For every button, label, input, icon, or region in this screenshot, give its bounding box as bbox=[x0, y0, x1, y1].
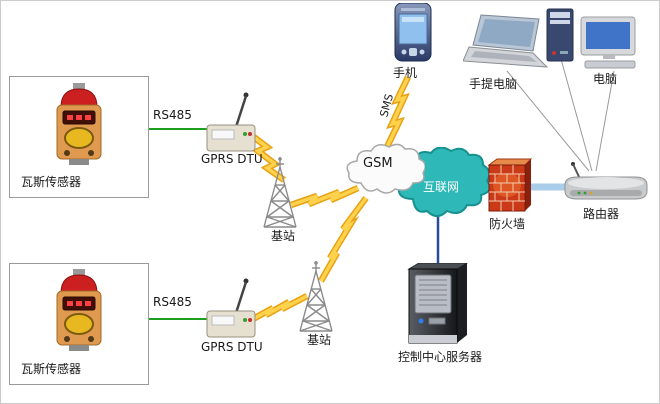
rs485-bottom-label: RS485 bbox=[153, 295, 192, 309]
rs485-top-label: RS485 bbox=[153, 108, 192, 122]
gprs-dtu-icon bbox=[206, 278, 256, 338]
desktop-label: 电脑 bbox=[593, 72, 618, 86]
gas-sensor-icon bbox=[56, 83, 102, 165]
sensor-top-label: 瓦斯传感器 bbox=[21, 175, 82, 189]
lightning-dtu1-base1 bbox=[249, 132, 286, 183]
internet-cloud-label: 互联网 bbox=[422, 180, 459, 194]
gsm-cloud-label: GSM bbox=[363, 156, 393, 171]
lightning-gsm-phone-sms bbox=[384, 75, 411, 149]
lightning-base2-gsm bbox=[318, 196, 369, 283]
firewall-icon bbox=[487, 158, 533, 212]
router-label: 路由器 bbox=[583, 207, 620, 221]
mobile-phone-icon bbox=[394, 3, 432, 62]
base-station-tower-icon bbox=[263, 157, 297, 228]
base-station-top-label: 基站 bbox=[270, 229, 295, 243]
gsm-cloud-icon bbox=[346, 143, 425, 194]
phone-label: 手机 bbox=[393, 66, 418, 80]
laptop-label: 手提电脑 bbox=[469, 77, 518, 91]
lightning-base1-gsm bbox=[289, 185, 360, 209]
server-label: 控制中心服务器 bbox=[397, 350, 482, 364]
gas-sensor-icon bbox=[56, 269, 102, 351]
dtu-top-label: GPRS DTU bbox=[201, 152, 263, 166]
sensor-bottom-label: 瓦斯传感器 bbox=[21, 362, 82, 376]
base-station-bottom-label: 基站 bbox=[306, 333, 331, 347]
lightning-dtu2-base2 bbox=[251, 293, 309, 322]
base-station-tower-icon bbox=[299, 261, 333, 332]
dtu-bottom-label: GPRS DTU bbox=[201, 340, 263, 354]
gprs-dtu-icon bbox=[206, 92, 256, 152]
router-uplink-lines bbox=[506, 58, 615, 172]
server-icon bbox=[407, 263, 468, 344]
firewall-label: 防火墙 bbox=[489, 217, 526, 231]
router-icon bbox=[564, 162, 648, 200]
desktop-computer-icon bbox=[546, 8, 636, 69]
laptop-icon bbox=[463, 14, 549, 68]
